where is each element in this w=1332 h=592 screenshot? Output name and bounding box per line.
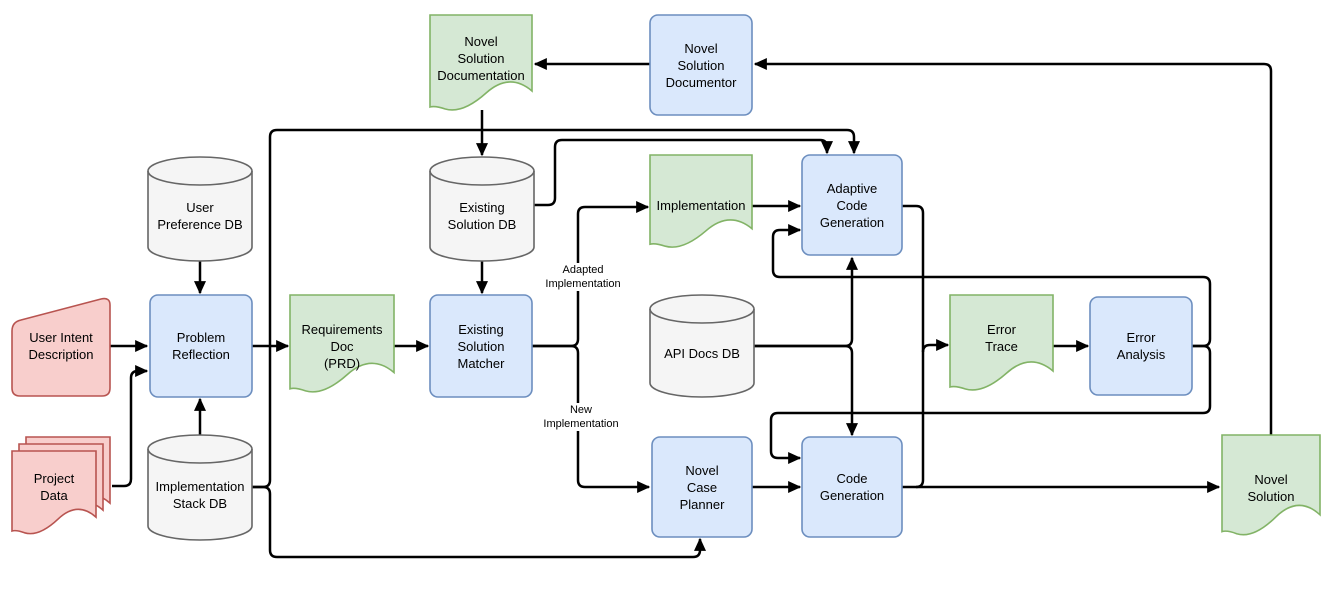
label-novel-solution: Novel Solution: [1247, 471, 1295, 504]
label-error-analysis: Error Analysis: [1116, 330, 1166, 362]
node-implementation-stack-db: [147, 434, 253, 541]
node-code-generation: [801, 436, 903, 538]
label-project-data: Project Data: [33, 471, 75, 503]
node-api-docs-db: [649, 294, 755, 398]
label-requirements-doc: Requirements Doc (PRD): [301, 321, 383, 371]
node-error-analysis: [1089, 296, 1193, 396]
node-user-preference-db: [147, 156, 253, 262]
node-requirements-doc: [289, 294, 395, 393]
edge-error-analysis-to-adaptive-code-generation: [771, 224, 1212, 348]
edge-label-new-text: New Implementation: [541, 403, 621, 431]
label-code-generation: Code Generation: [819, 471, 885, 503]
node-novel-solution: [1221, 434, 1321, 536]
node-novel-solution-documentation: [429, 14, 533, 111]
label-adaptive-code-generation: Adaptive Code Generation: [819, 180, 885, 230]
label-implementation: Implementation: [656, 197, 746, 213]
label-existing-solution-matcher: Existing Solution Matcher: [457, 321, 505, 371]
label-user-preference-db: User Preference DB: [157, 200, 243, 232]
edge-api-docs-db-to-adaptive-code-generation: [754, 256, 858, 348]
label-problem-reflection: Problem Reflection: [172, 330, 230, 362]
node-novel-solution-documentor: [649, 14, 753, 116]
edge-label-new-implementation: New Implementation: [538, 402, 624, 432]
label-novel-case-planner: Novel Case Planner: [679, 462, 725, 512]
label-novel-solution-documentor: Novel Solution Documentor: [665, 40, 737, 90]
label-api-docs-db: API Docs DB: [664, 345, 740, 361]
edge-project-data-to-problem-reflection: [112, 365, 149, 488]
node-implementation: [649, 154, 753, 248]
node-existing-solution-db: [429, 156, 535, 262]
node-user-intent-description: [11, 297, 111, 397]
node-problem-reflection: [149, 294, 253, 398]
edges: [110, 58, 1273, 559]
edge-existing-solution-db-to-adaptive-code-generation: [534, 138, 833, 207]
label-error-trace: Error Trace: [985, 322, 1018, 354]
label-novel-solution-documentation: Novel Solution Documentation: [437, 33, 525, 83]
edge-implementation-stack-db-to-novel-case-planner: [252, 485, 706, 559]
label-user-intent-description: User Intent Description: [28, 330, 94, 362]
edge-label-adapted-text: Adapted Implementation: [543, 263, 623, 291]
edge-output-to-error-trace: [921, 339, 950, 353]
edge-novel-solution-to-documentor: [753, 58, 1273, 435]
edge-adaptive-code-generation-output: [902, 204, 925, 489]
edge-label-adapted-implementation: Adapted Implementation: [540, 262, 626, 292]
label-existing-solution-db: Existing Solution DB: [447, 200, 517, 232]
node-existing-solution-matcher: [429, 294, 533, 398]
node-adaptive-code-generation: [801, 154, 903, 256]
node-error-trace: [949, 294, 1054, 391]
edge-api-docs-db-to-code-generation: [754, 344, 858, 437]
edge-error-analysis-to-code-generation: [769, 344, 1212, 464]
label-implementation-stack-db: Implementation Stack DB: [155, 478, 245, 511]
node-project-data: [11, 436, 111, 535]
node-novel-case-planner: [651, 436, 753, 538]
edge-implementation-stack-db-to-adaptive-code-generation: [252, 128, 860, 489]
